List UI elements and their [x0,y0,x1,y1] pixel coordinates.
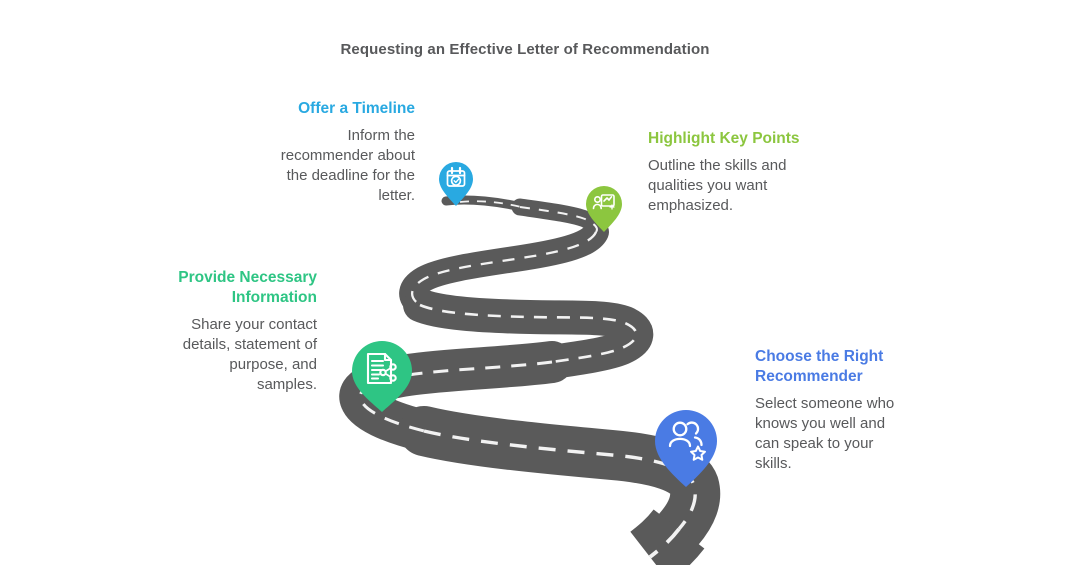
step-description: Inform the recommender about the deadlin… [280,127,415,204]
calendar-check-icon [446,166,466,187]
people-star-icon [668,421,706,461]
step-description: Outline the skills and qualities you wan… [648,157,787,214]
step-heading: Provide Necessary Information [178,269,317,306]
presentation-person-icon [592,194,615,210]
step-description: Select someone who knows you well and ca… [755,395,895,472]
document-share-icon [366,352,397,385]
marker-pin-timeline [439,162,473,206]
step-description: Share your contact details, statement of… [182,316,317,393]
step-offer-timeline: Offer a Timeline Inform the recommender … [215,99,415,206]
step-heading: Offer a Timeline [298,100,415,117]
page-title: Requesting an Effective Letter of Recomm… [340,41,710,58]
marker-pin-recommender [655,410,717,487]
step-heading: Choose the Right Recommender [755,348,884,385]
step-heading: Highlight Key Points [648,130,800,147]
step-provide-information: Provide Necessary Information Share your… [142,268,317,395]
step-highlight-key-points: Highlight Key Points Outline the skills … [648,129,853,216]
step-choose-recommender: Choose the Right Recommender Select some… [755,347,930,474]
marker-pin-key-points [586,186,622,232]
marker-pin-information [352,341,412,412]
